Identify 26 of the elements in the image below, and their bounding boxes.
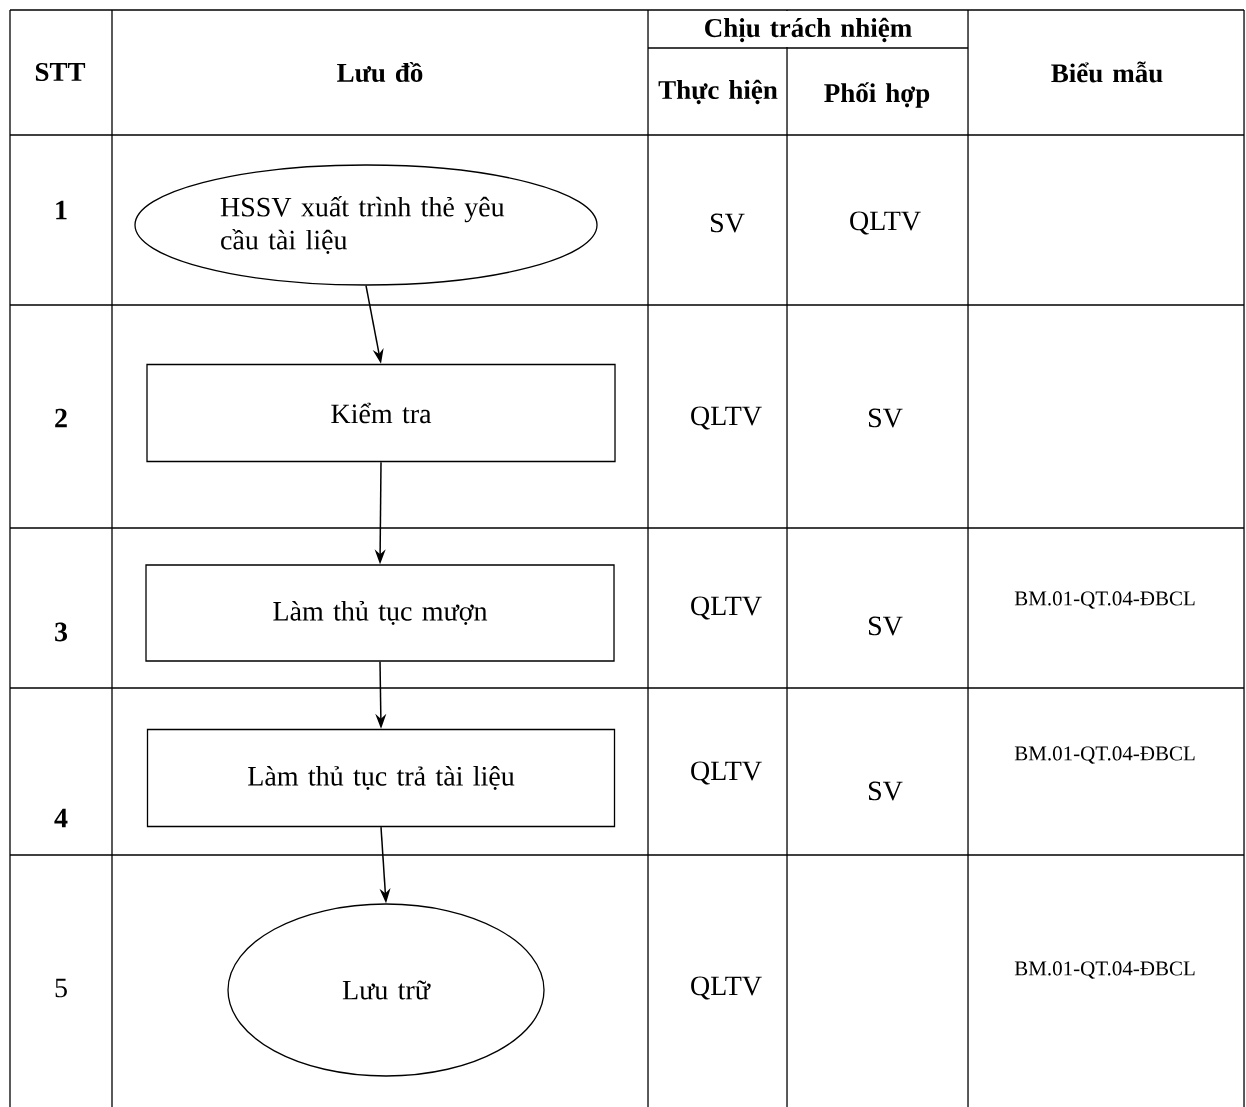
form-code: BM.01-QT.04-ĐBCL (1014, 961, 1195, 979)
form-code: BM.01-QT.04-ĐBCL (1014, 591, 1195, 609)
column-header: Chịu trách nhiệm (705, 17, 912, 43)
table-cell: QLTV (691, 761, 762, 785)
table-cell: SV (869, 616, 903, 636)
process-box: Làm thủ tục trả tài liệu (146, 728, 616, 828)
table-cell: SV (869, 781, 903, 801)
column-header: Biểu mẫu (1051, 61, 1163, 83)
step-number: 1 (56, 200, 67, 220)
process-box: Kiểm tra (146, 363, 616, 463)
table-cell: QLTV (691, 406, 762, 430)
table-cell: QLTV (691, 596, 762, 620)
column-header: Lưu đồ (337, 62, 423, 82)
column-header: STT (35, 62, 86, 82)
step-number: 5 (55, 978, 67, 998)
column-header: Thực hiện (658, 79, 778, 105)
step-number: 4 (54, 808, 68, 828)
form-code: BM.01-QT.04-ĐBCL (1014, 746, 1195, 764)
table-cell: SV (711, 213, 745, 233)
column-header: Phối hợp (824, 82, 930, 108)
table-cell: QLTV (691, 976, 762, 1000)
process-box: Làm thủ tục mượn (145, 564, 615, 662)
step-number: 2 (55, 408, 67, 428)
step-number: 3 (55, 622, 68, 642)
table-cell: SV (869, 408, 903, 428)
table-cell: QLTV (850, 211, 921, 235)
